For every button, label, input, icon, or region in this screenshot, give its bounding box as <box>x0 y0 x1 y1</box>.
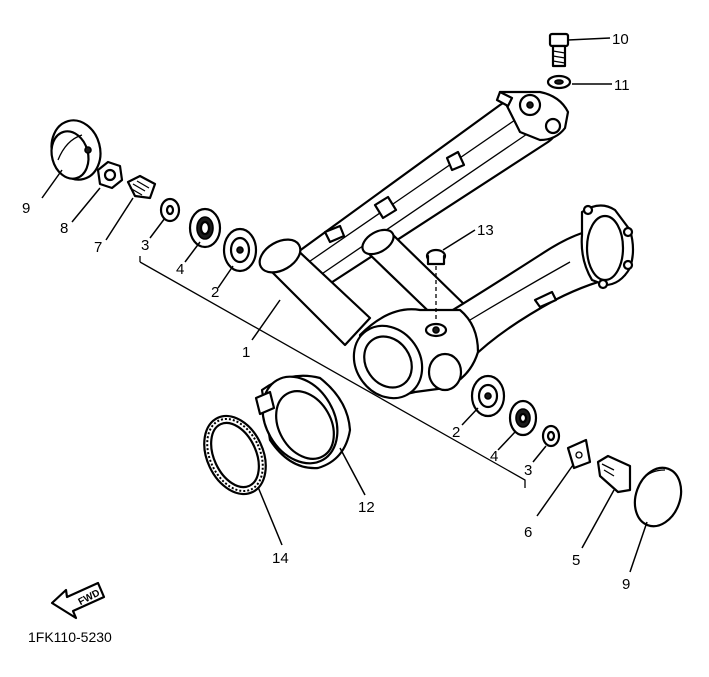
callouts: 9 8 7 3 4 2 1 10 11 13 12 14 2 4 3 6 5 9 <box>22 31 630 593</box>
callout-7: 7 <box>94 239 102 256</box>
swingarm <box>258 90 635 400</box>
drawing-code: 1FK110-5230 <box>28 629 112 645</box>
leader-lines <box>41 37 648 573</box>
callout-3-left: 3 <box>141 237 149 254</box>
nut <box>96 160 124 190</box>
callout-12: 12 <box>358 499 375 516</box>
callout-11: 11 <box>614 77 630 94</box>
assembly-guide-lines <box>139 256 526 488</box>
dust-cover-12 <box>254 374 352 470</box>
gasket-ring-14 <box>203 414 267 496</box>
callout-4-left: 4 <box>176 261 184 278</box>
callout-6: 6 <box>524 524 532 541</box>
callout-9-right: 9 <box>622 576 630 593</box>
seal-cap-right <box>633 466 683 528</box>
bracket-6 <box>566 438 592 470</box>
callout-4-right: 4 <box>490 448 498 465</box>
seal-cap-left <box>50 119 102 181</box>
callout-9-left: 9 <box>22 200 30 217</box>
collar-right <box>541 424 561 448</box>
bearing-right <box>470 374 506 418</box>
bolt-10 <box>548 32 570 68</box>
callout-1: 1 <box>242 344 250 361</box>
forward-arrow-icon: FWD <box>50 581 106 620</box>
pivot-bolt-5 <box>596 454 632 494</box>
plug-13 <box>425 248 447 266</box>
callout-2-right: 2 <box>452 424 460 441</box>
callout-3-right: 3 <box>524 462 532 479</box>
callout-5: 5 <box>572 552 580 569</box>
callout-13: 13 <box>477 222 494 239</box>
oil-seal-left <box>188 207 222 249</box>
adjusting-bolt <box>126 174 157 200</box>
washer-11 <box>546 74 572 90</box>
callout-14: 14 <box>272 550 289 567</box>
callout-2-left: 2 <box>211 284 219 301</box>
bearing-left <box>222 227 258 273</box>
oil-seal-right <box>508 399 538 437</box>
collar-left <box>159 197 181 223</box>
callout-10: 10 <box>612 31 629 48</box>
callout-8: 8 <box>60 220 68 237</box>
